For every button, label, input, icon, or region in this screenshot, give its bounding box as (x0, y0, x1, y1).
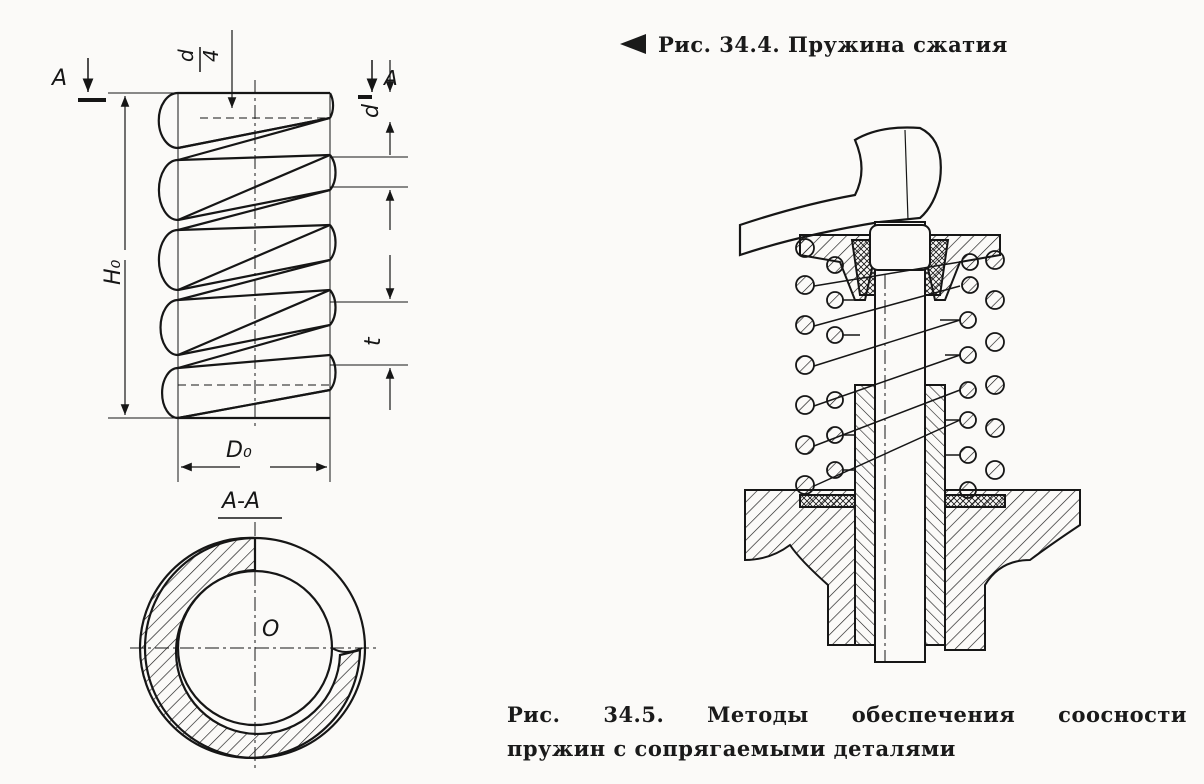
rocker-arm (738, 126, 942, 257)
spring-coil-ends-left (157, 91, 179, 420)
mean-diameter-label: D₀ (226, 438, 252, 463)
spring-centerlines (178, 80, 330, 430)
figure-34-4-caption-text: Рис. 34.4. Пружина сжатия (658, 32, 1008, 57)
spring-seat-right (944, 494, 1006, 508)
d-over-4-dimension: d 4 (174, 30, 237, 108)
section-view: A-A O (130, 489, 380, 770)
figure-34-5-caption-line2: пружин с сопрягаемыми деталями (507, 736, 956, 761)
figure-34-5-caption-line1: Рис. 34.5. Методы обеспечения соосности (507, 702, 1187, 727)
wire-diameter-label: d (359, 103, 384, 118)
valve-guide-right (924, 384, 946, 646)
cylinder-head (744, 489, 856, 646)
wire-diameter-dimension: d (359, 60, 395, 155)
pitch-label: t (361, 336, 386, 346)
section-ring (138, 536, 362, 759)
spring-wire-sections (795, 238, 1005, 499)
figure-34-5-caption: Рис. 34.5. Методы обеспечения соосности … (507, 698, 1187, 766)
triangle-pointer-icon (620, 34, 646, 54)
section-label-left: A (50, 66, 67, 91)
free-height-label: H₀ (101, 259, 126, 285)
spring-coils-back (177, 116, 331, 420)
d-over-4-numerator: d (174, 49, 198, 62)
valve-stem (874, 221, 926, 663)
spring-seat-left (799, 494, 856, 508)
spring-coil-ends-right (329, 92, 337, 391)
figure-34-4-caption: Рис. 34.4. Пружина сжатия (620, 32, 1008, 57)
section-center-label: O (262, 617, 279, 642)
free-height-dimension: H₀ (101, 92, 178, 419)
mean-diameter-dimension: D₀ (177, 418, 331, 482)
d-over-4-denominator: 4 (199, 49, 223, 62)
section-marker-left: A (50, 58, 106, 102)
spring-coils-front (177, 91, 331, 420)
valve-assembly-drawing (738, 126, 1081, 663)
section-marker-right: A (358, 60, 398, 99)
spring-drawing (157, 91, 337, 420)
spring-helix-lines (813, 261, 961, 487)
section-title: A-A (220, 489, 260, 514)
pitch-dimension: t (330, 156, 408, 410)
